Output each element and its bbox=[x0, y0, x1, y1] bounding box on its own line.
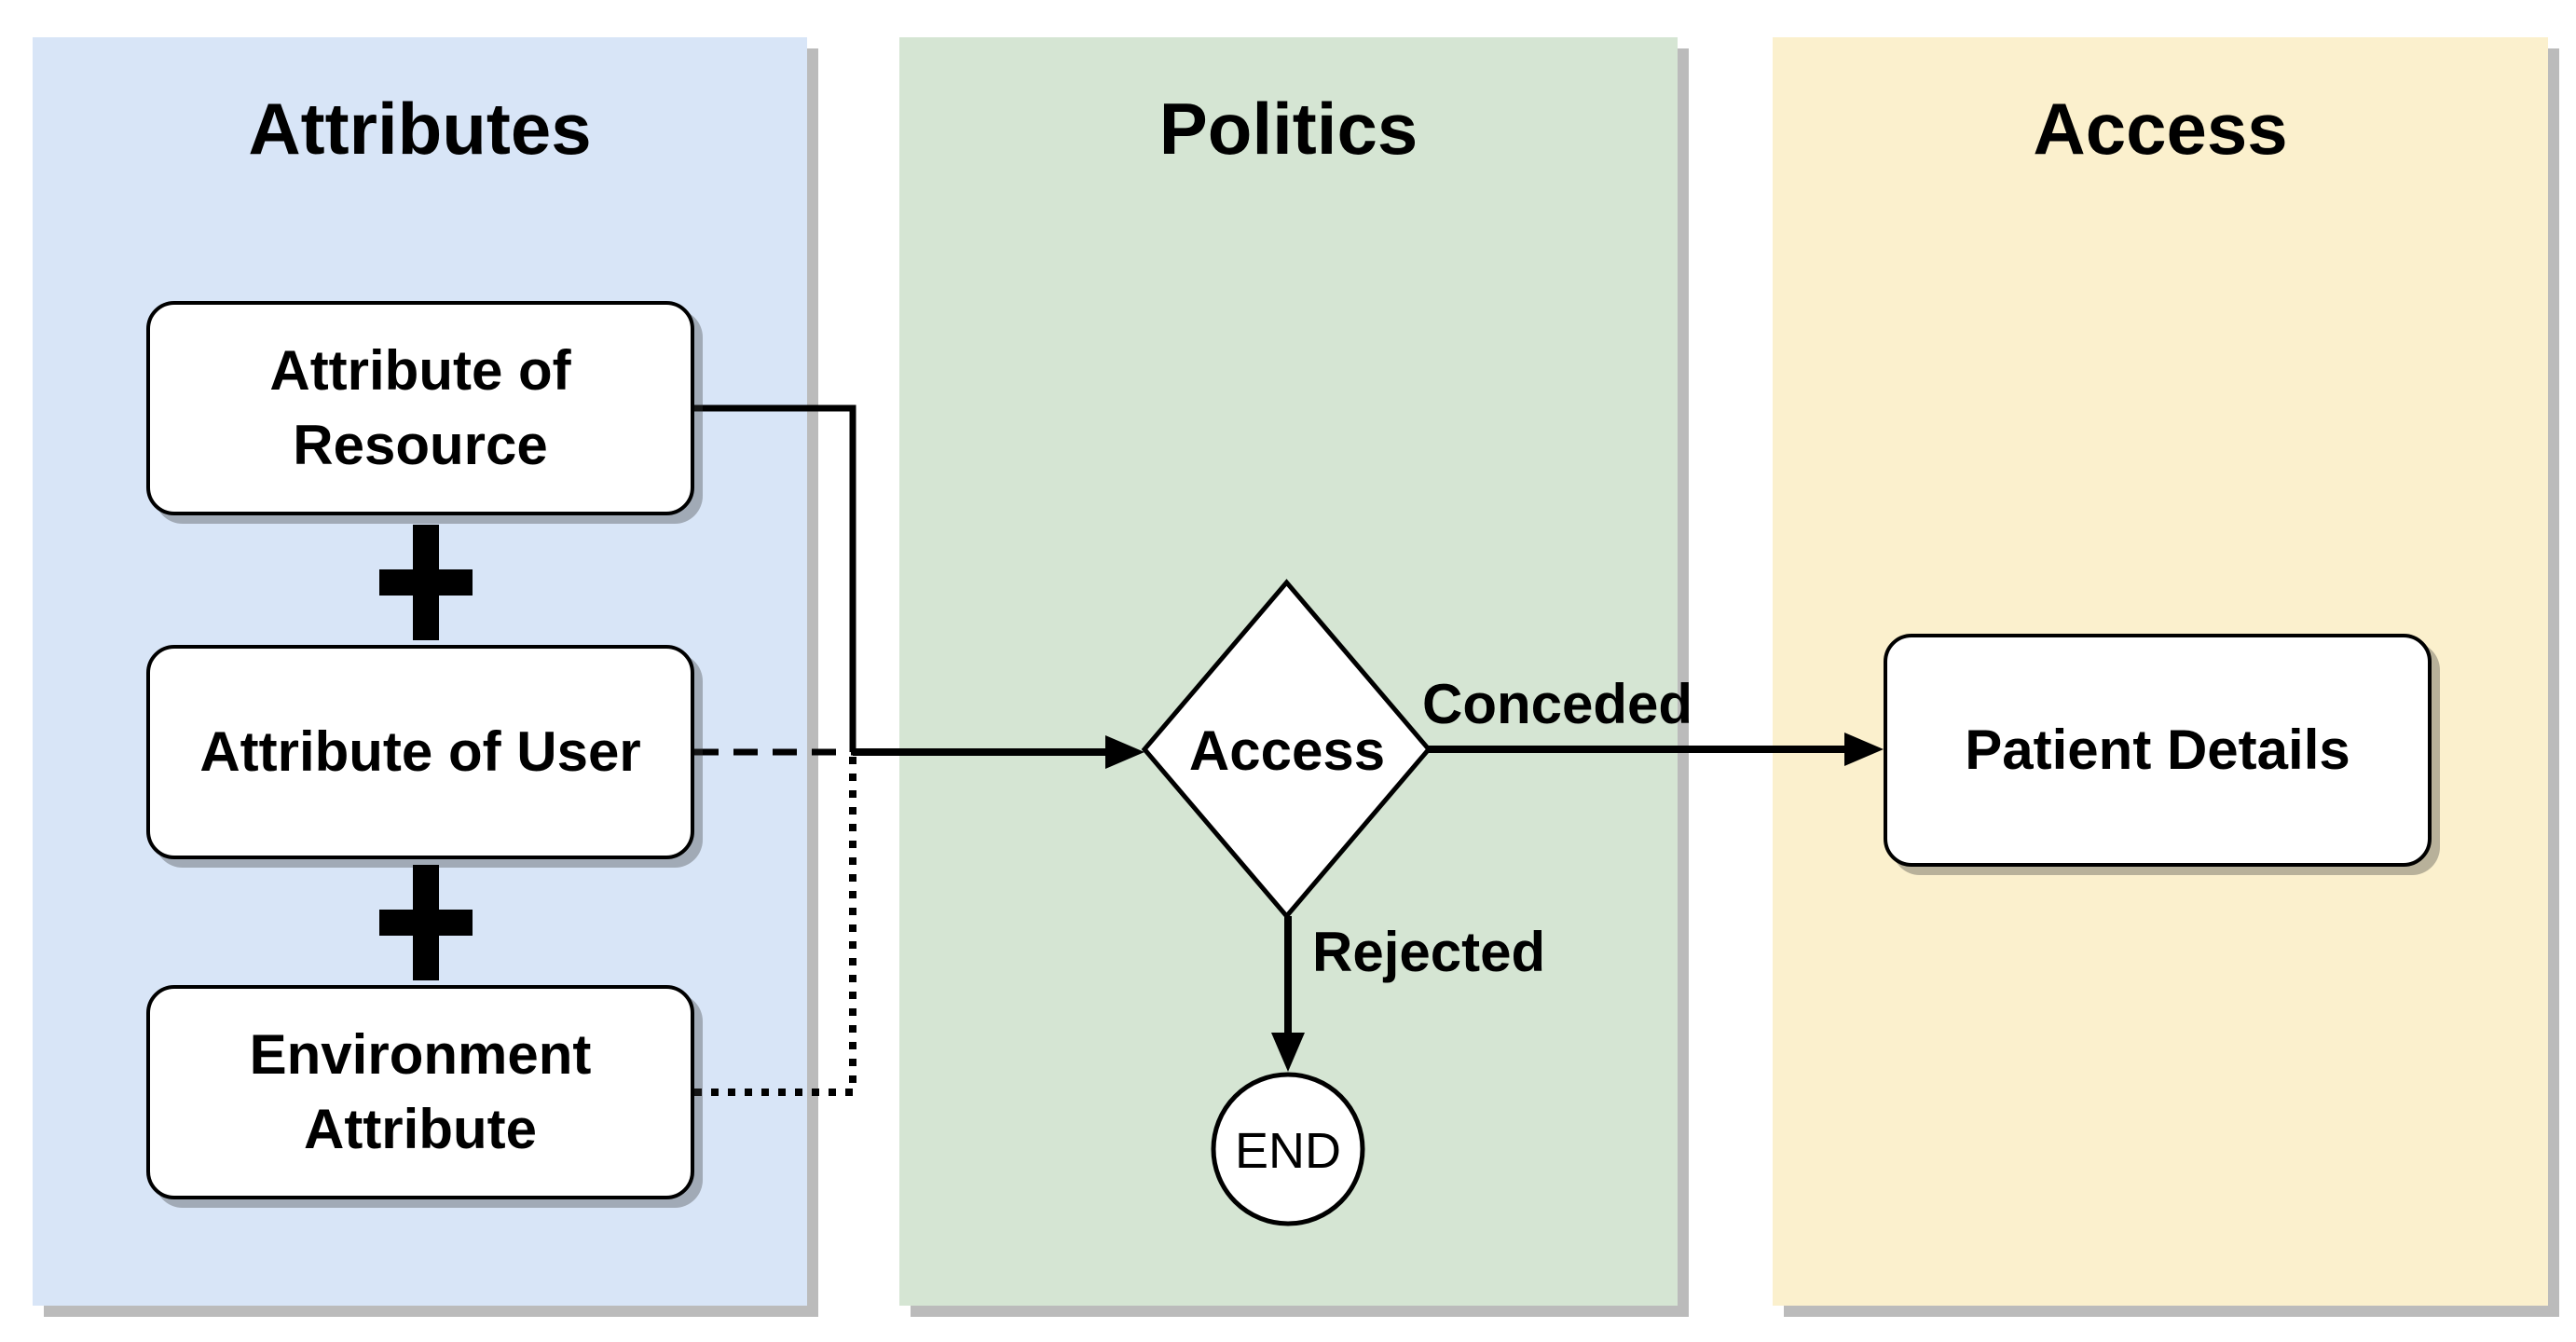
node-environment-attribute-label: Environment Attribute bbox=[249, 1023, 592, 1160]
plus-icon-horizontal-bar bbox=[379, 569, 473, 596]
edge-label-rejected: Rejected bbox=[1312, 921, 1546, 983]
lane-politics: Politics bbox=[899, 37, 1678, 1306]
node-attribute-of-user-label: Attribute of User bbox=[199, 720, 641, 783]
lane-politics-title: Politics bbox=[1158, 88, 1418, 170]
node-attribute-of-resource: Attribute of Resource bbox=[146, 301, 694, 515]
decision-diamond-label: Access bbox=[1188, 719, 1386, 782]
lane-access-title: Access bbox=[2033, 88, 2288, 170]
plus-icon-horizontal-bar bbox=[379, 910, 473, 936]
node-environment-attribute: Environment Attribute bbox=[146, 985, 694, 1199]
node-patient-details: Patient Details bbox=[1884, 634, 2432, 867]
plus-icon bbox=[379, 865, 473, 980]
node-attribute-of-resource-label: Attribute of Resource bbox=[269, 339, 571, 476]
node-attribute-of-user: Attribute of User bbox=[146, 645, 694, 859]
end-circle-label: END bbox=[1234, 1123, 1341, 1179]
node-patient-details-label: Patient Details bbox=[1965, 719, 2350, 781]
edge-label-conceded: Conceded bbox=[1422, 673, 1693, 735]
lane-attributes-title: Attributes bbox=[248, 88, 592, 170]
plus-icon bbox=[379, 525, 473, 640]
